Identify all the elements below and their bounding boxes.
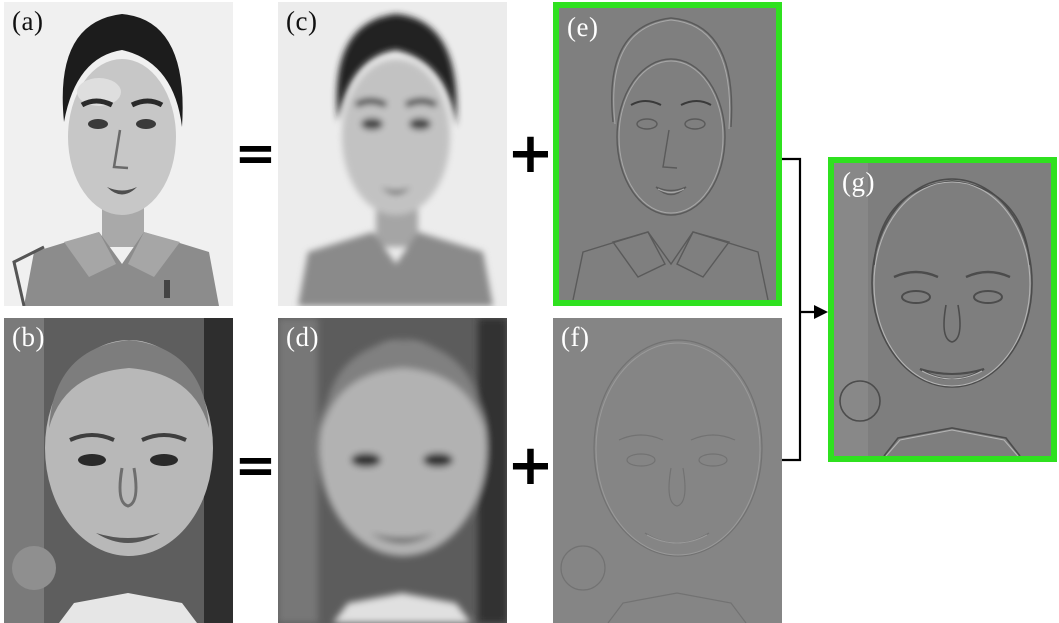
hybrid-result-image <box>834 163 1051 456</box>
panel-e-high-pass-watercolor: (e) <box>553 2 782 306</box>
low-pass-watercolor-image <box>278 2 507 306</box>
panel-f-label: (f) <box>561 322 590 352</box>
panel-g-label: (g) <box>842 167 875 197</box>
low-pass-photograph-image <box>278 318 507 623</box>
panel-f-high-pass-photograph: (f) <box>553 318 782 623</box>
high-pass-photograph-image <box>553 318 782 623</box>
panel-a-label: (a) <box>12 6 44 36</box>
panel-b-photograph: (b) <box>4 318 233 623</box>
panel-e-label: (e) <box>567 12 599 42</box>
panel-g-hybrid-result: (g) <box>828 157 1057 462</box>
bracket-line <box>782 157 802 462</box>
equals-sign-top: = <box>234 124 277 182</box>
watercolor-portrait-image <box>4 2 233 306</box>
panel-c-low-pass-watercolor: (c) <box>278 2 507 306</box>
panel-b-label: (b) <box>12 322 45 352</box>
panel-d-label: (d) <box>286 322 319 352</box>
equals-sign-bottom: = <box>234 436 277 494</box>
plus-sign-top: + <box>507 121 554 186</box>
high-pass-watercolor-image <box>559 8 776 300</box>
panel-c-label: (c) <box>286 6 318 36</box>
plus-sign-bottom: + <box>507 433 554 498</box>
photograph-image <box>4 318 233 623</box>
panel-d-low-pass-photograph: (d) <box>278 318 507 623</box>
panel-a-watercolor-portrait: (a) <box>4 2 233 306</box>
arrow-head-icon <box>814 305 828 319</box>
